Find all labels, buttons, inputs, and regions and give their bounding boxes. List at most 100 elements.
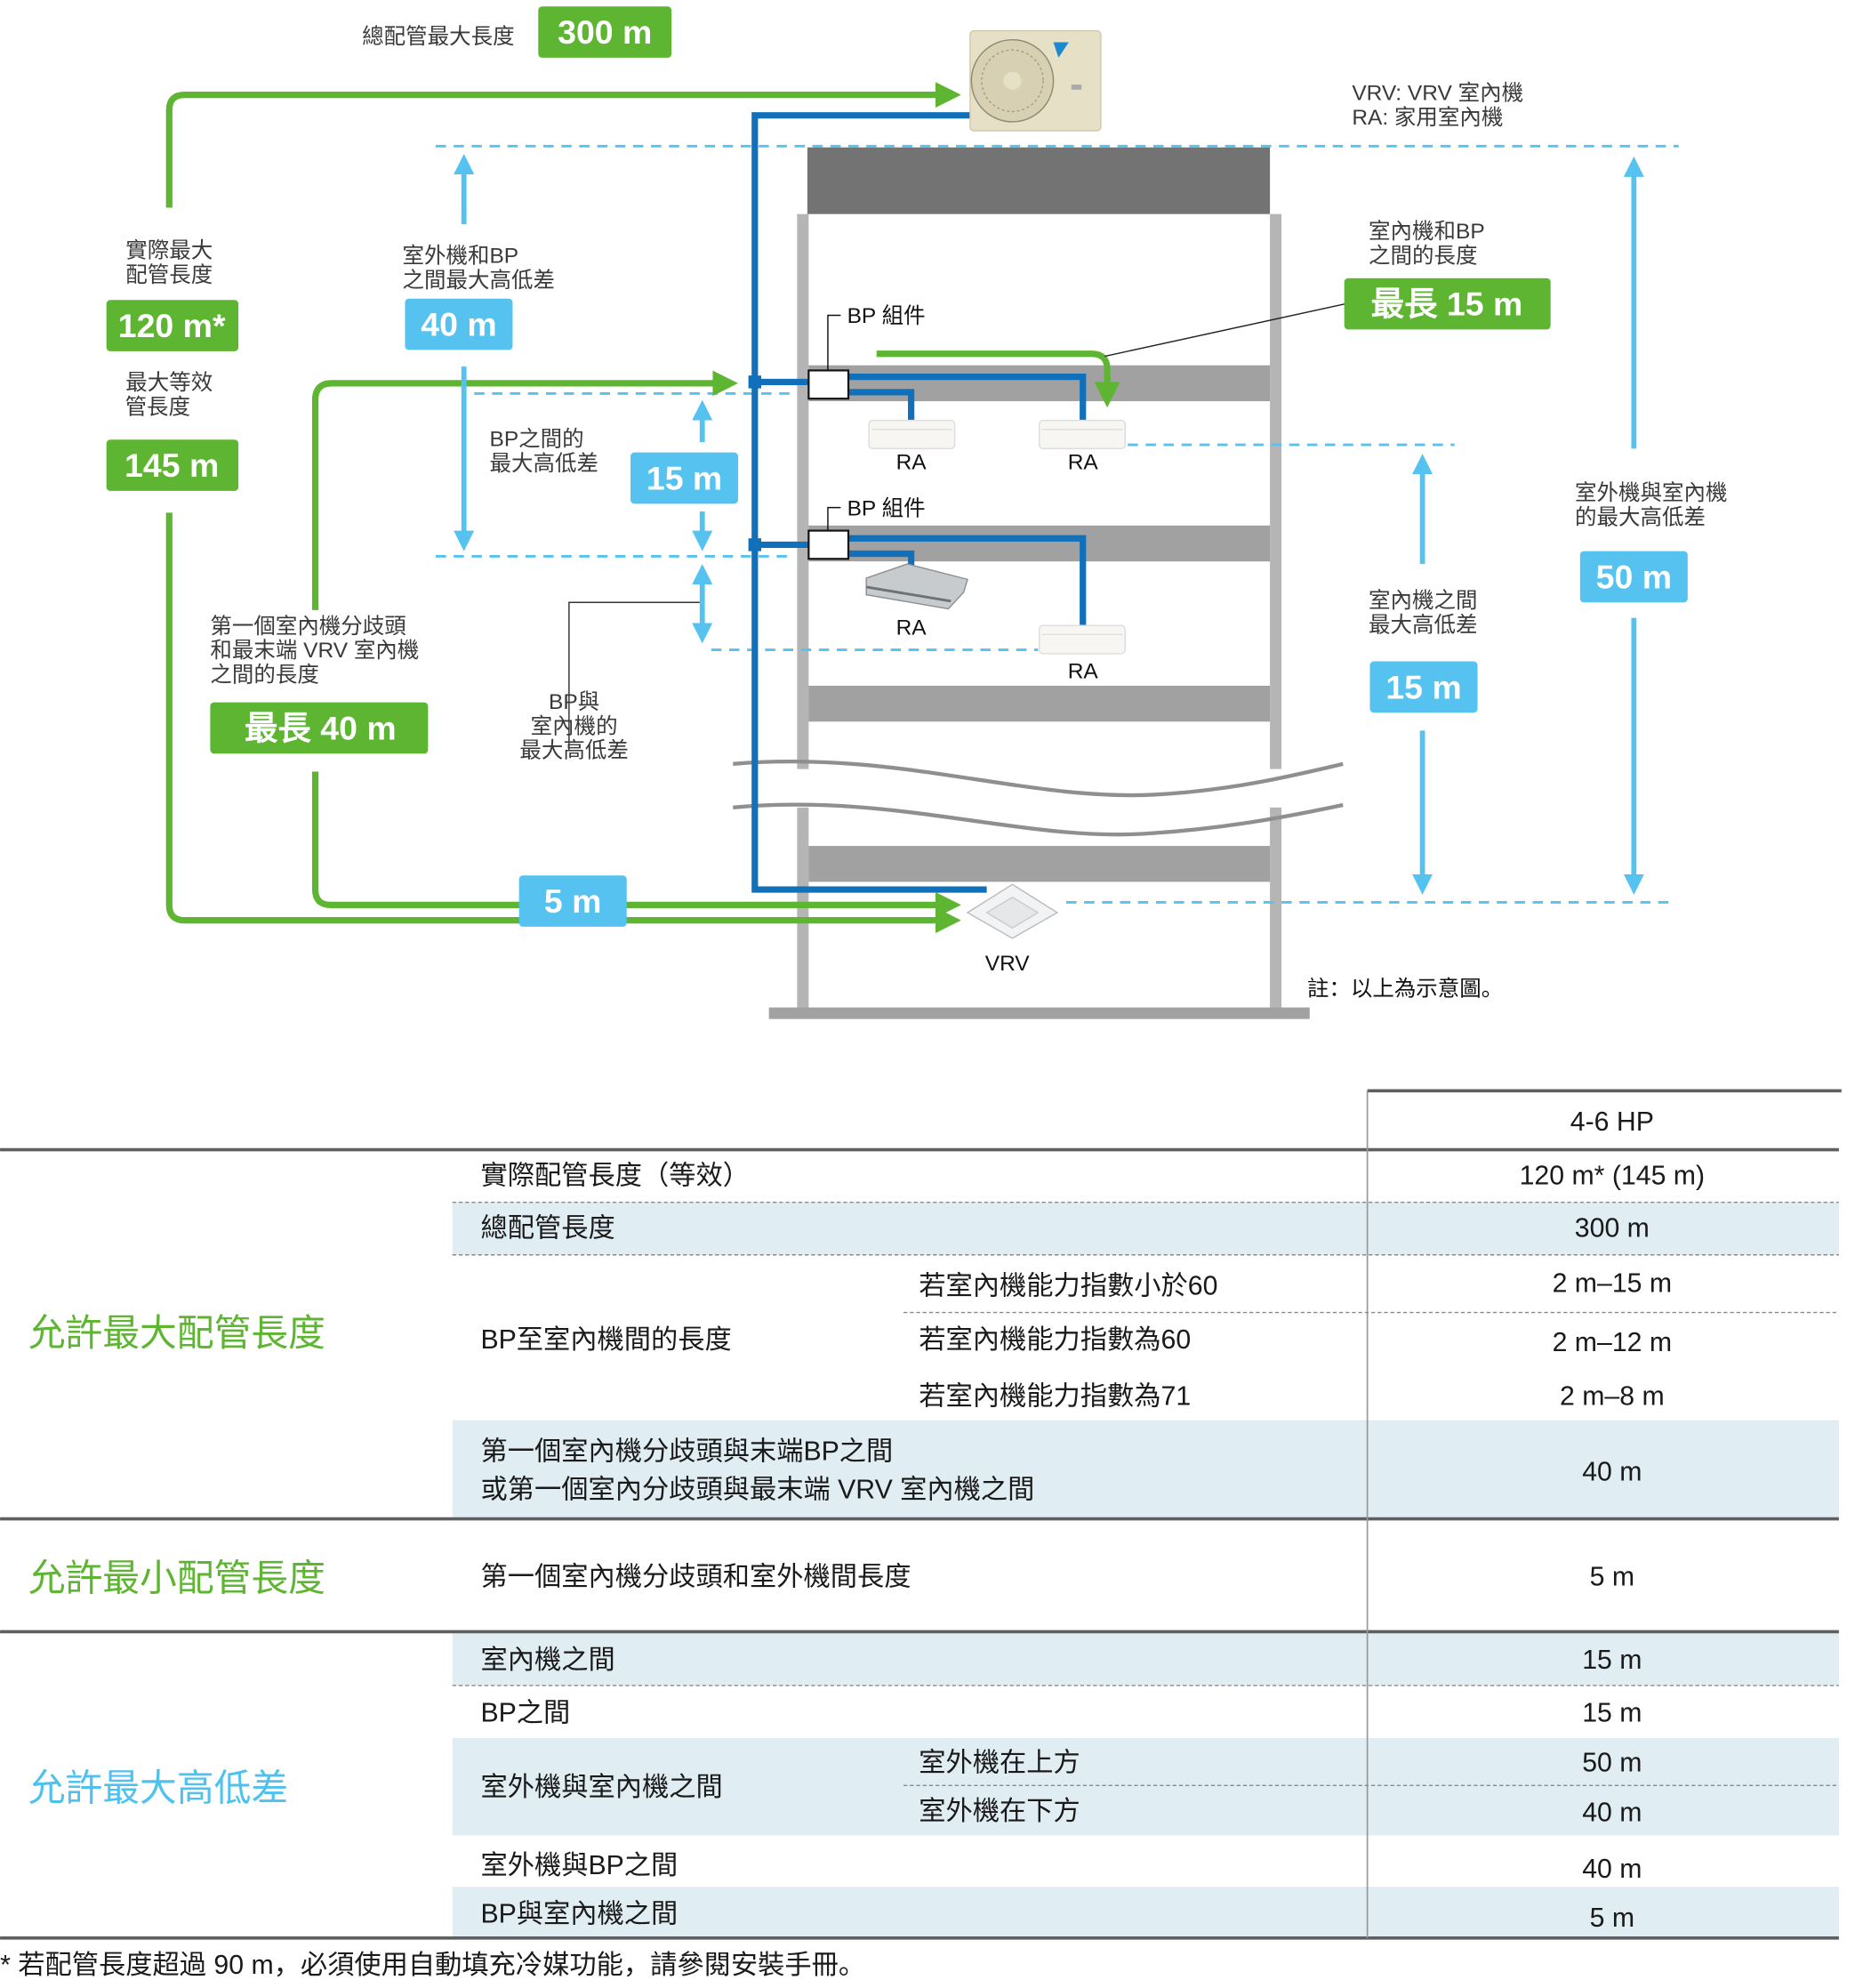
floor-slab-4 (808, 846, 1271, 882)
roof-slab (807, 147, 1271, 214)
row-shade (452, 1202, 1839, 1255)
min-length-value: 5 m (544, 882, 602, 920)
outdoor-bp-label-2: 之間最大高低差 (403, 268, 555, 293)
indoor-indoor-value: 15 m (1385, 668, 1461, 705)
equiv-value: 145 m (124, 447, 219, 484)
indoor-indoor-label-1: 室內機之間 (1369, 588, 1477, 613)
row-shade (452, 1887, 1839, 1937)
row-label: BP至室內機間的長度 (480, 1324, 731, 1355)
indoor-bp-length-value: 最長 15 m (1371, 285, 1523, 322)
first-branch-label-1: 第一個室內機分歧頭 (210, 614, 406, 639)
row-label: 室外機與BP之間 (480, 1850, 678, 1880)
ra-duct-unit-icon (865, 563, 968, 610)
first-branch-badge (210, 702, 429, 754)
actual-max-badge (106, 300, 239, 351)
row-sublabel: 室外機在上方 (919, 1747, 1080, 1777)
equiv-label-2: 管長度 (125, 394, 190, 419)
bp-indoor-label-2: 室內機的 (531, 713, 618, 738)
bp-indoor-label-3: 最大高低差 (519, 738, 628, 763)
leader-bp-indoor (568, 601, 700, 750)
ra-unit-lower-right-icon (1039, 624, 1126, 655)
bp-unit-lower: BP 組件 (807, 495, 926, 560)
outdoor-indoor-value: 50 m (1596, 558, 1672, 595)
break-line-bottom (733, 802, 1344, 837)
row-shade (452, 1420, 1839, 1518)
row-label: BP之間 (480, 1697, 570, 1727)
bp-bp-label-1: BP之間的 (490, 426, 584, 451)
equiv-label-1: 最大等效 (125, 370, 213, 395)
actual-max-label-2: 配管長度 (125, 262, 213, 287)
bp-unit-label: BP 組件 (847, 303, 926, 328)
row-shade (452, 1738, 1839, 1836)
legend-ra: RA: 家用室內機 (1352, 105, 1503, 130)
total-pipe-badge (538, 6, 672, 58)
row-value: 40 m (1582, 1457, 1642, 1486)
row-value: 2 m–12 m (1553, 1328, 1673, 1357)
ra-label: RA (896, 616, 927, 640)
branch-joint-1 (748, 375, 762, 389)
branch-joint-2 (748, 538, 762, 551)
spec-table: 4-6 HP 允許最大配管長度 允許最小配管長度 允許最大高低差 實際配管長度（… (0, 1089, 1842, 1980)
indoor-indoor-badge (1369, 661, 1478, 713)
row-label: 室外機與室內機之間 (480, 1772, 722, 1802)
vrv-label: VRV (985, 952, 1031, 976)
ra-label: RA (1068, 450, 1099, 474)
row-value: 5 m (1590, 1903, 1634, 1933)
row-value: 5 m (1590, 1563, 1634, 1592)
main-riser (751, 112, 987, 893)
path-branch-top (311, 370, 739, 610)
diagram-note: 註：以上為示意圖。 (1307, 977, 1503, 1002)
ra-unit-upper-right-icon (1039, 419, 1126, 450)
row-label: 總配管長度 (480, 1213, 614, 1244)
row-value: 40 m (1582, 1855, 1642, 1884)
column-header: 4-6 HP (1570, 1107, 1654, 1137)
outdoor-bp-value: 40 m (421, 306, 496, 343)
row-shade (452, 1632, 1839, 1686)
total-pipe-label: 總配管最大長度 (362, 24, 514, 49)
bp-bp-badge (630, 452, 739, 504)
leader-indoor-bp-length (1104, 302, 1346, 358)
ra-label: RA (896, 450, 927, 474)
level-lines (436, 144, 1679, 904)
min-length-badge (518, 875, 627, 927)
first-branch-label-2: 和最末端 VRV 室內機 (210, 638, 419, 663)
indoor-bp-length-label-2: 之間的長度 (1369, 243, 1477, 268)
section-title-max-length: 允許最大配管長度 (28, 1312, 325, 1354)
ra-label: RA (1068, 659, 1099, 683)
actual-max-value: 120 m* (118, 307, 226, 344)
bp2-to-ra-far (848, 535, 1087, 626)
row-value: 300 m (1575, 1214, 1650, 1244)
row-label: 第一個室內機分歧頭和室外機間長度 (480, 1562, 911, 1592)
row-label: 室內機之間 (480, 1645, 614, 1675)
bp-unit-upper: BP 組件 (807, 303, 926, 400)
first-branch-value: 最長 40 m (245, 709, 397, 746)
bp-indoor-label-1: BP與 (549, 689, 599, 714)
row-sublabel: 若室內機能力指數小於60 (919, 1270, 1217, 1300)
ra-unit-upper-left-icon (868, 419, 956, 450)
bp1-to-ra-near (848, 389, 915, 421)
row-label: 第一個室內機分歧頭與末端BP之間 (480, 1436, 893, 1466)
left-wall (797, 213, 809, 1010)
indoor-indoor-label-2: 最大高低差 (1369, 612, 1477, 637)
section-title-min-length: 允許最小配管長度 (28, 1557, 325, 1598)
indoor-bp-length-label-1: 室內機和BP (1369, 219, 1485, 244)
outdoor-unit-icon (969, 29, 1102, 132)
outdoor-bp-label-1: 室外機和BP (403, 243, 519, 268)
row-label: BP與室內機之間 (480, 1899, 678, 1929)
equiv-badge (106, 439, 239, 491)
bp-bp-label-2: 最大高低差 (490, 451, 598, 476)
row-value: 15 m (1582, 1646, 1642, 1675)
right-wall (1270, 213, 1282, 1010)
path-bp-to-ra (876, 350, 1120, 408)
path-branch-bottom (311, 771, 961, 918)
floor-slab-1 (808, 365, 1271, 402)
outdoor-indoor-label-2: 的最大高低差 (1575, 504, 1706, 529)
section-title-max-height: 允許最大高低差 (28, 1767, 288, 1809)
length-paths (165, 82, 1120, 934)
footnote: * 若配管長度超過 90 m，必須使用自動填充冷媒功能，請參閱安裝手冊。 (0, 1950, 865, 1980)
row-value: 40 m (1582, 1799, 1642, 1828)
indoor-bp-length-badge (1344, 278, 1551, 330)
row-label-line2: 或第一個室內分歧頭與最末端 VRV 室內機之間 (480, 1475, 1034, 1505)
row-value: 50 m (1582, 1748, 1642, 1777)
